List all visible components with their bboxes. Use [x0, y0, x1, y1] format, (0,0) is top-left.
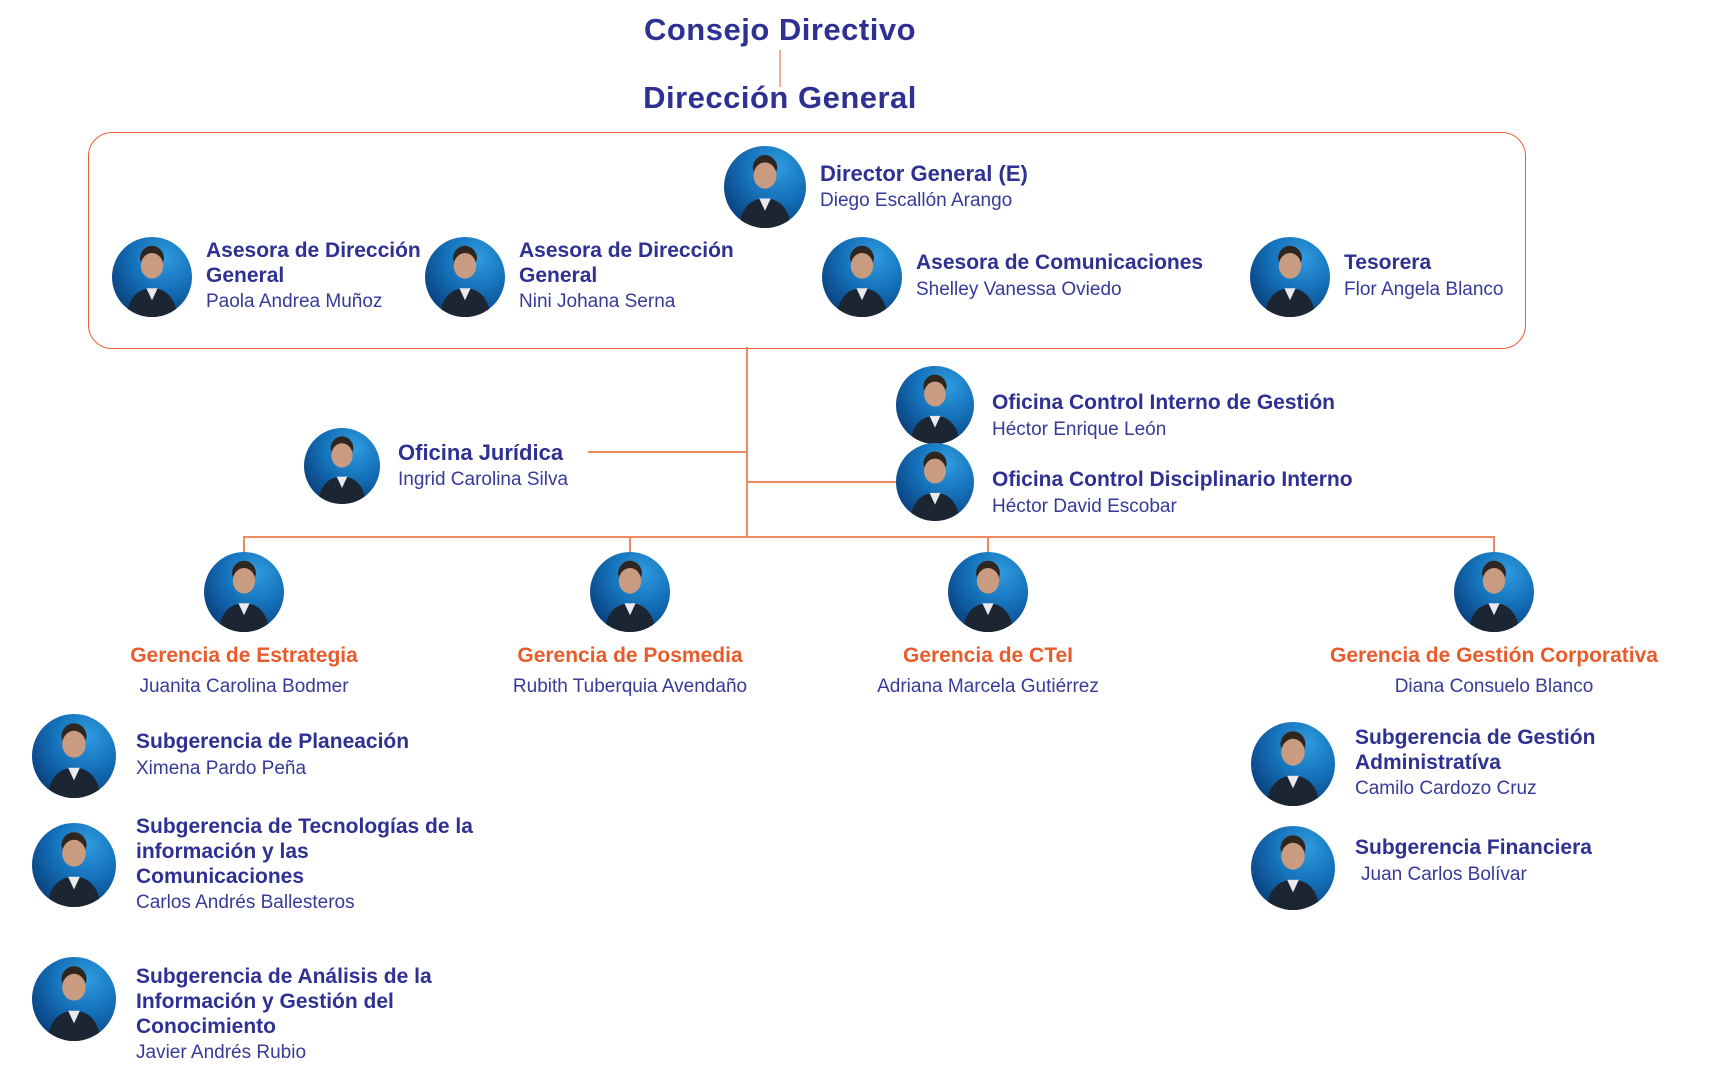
person-photo	[1454, 552, 1534, 632]
person-photo	[204, 552, 284, 632]
person-card-subgerencia-analisis: Subgerencia de Análisis de la Informació…	[32, 949, 436, 1063]
person-title: Asesora de Dirección General	[519, 238, 734, 287]
person-title: Asesora de Dirección General	[206, 238, 421, 287]
person-name: Camilo Cardozo Cruz	[1355, 778, 1537, 800]
person-silhouette-icon	[439, 245, 491, 317]
person-card-gerencia-gestion-corporativa: Gerencia de Gestión Corporativa Diana Co…	[1304, 552, 1684, 699]
person-photo	[304, 428, 380, 504]
person-title: Subgerencia de Gestión Administratíva	[1355, 725, 1596, 774]
person-card-subgerencia-financiera: Subgerencia Financiera Juan Carlos Bolív…	[1251, 826, 1592, 910]
person-name: Héctor David Escobar	[992, 496, 1177, 518]
person-name: Diana Consuelo Blanco	[1394, 675, 1594, 697]
person-title: Subgerencia de Tecnologías de la informa…	[136, 815, 473, 888]
person-title: Oficina Jurídica	[398, 439, 564, 465]
person-card-subgerencia-planeacion: Subgerencia de Planeación Ximena Pardo P…	[32, 714, 409, 798]
person-name: Ximena Pardo Peña	[136, 758, 307, 780]
person-title: Tesorera	[1344, 251, 1432, 275]
person-title: Director General (E)	[820, 160, 1028, 186]
connector-drop-posmedia	[629, 536, 631, 552]
person-silhouette-icon	[1266, 731, 1320, 806]
person-title: Subgerencia Financiera	[1355, 836, 1592, 860]
person-name: Flor Angela Blanco	[1344, 279, 1504, 301]
person-name: Shelley Vanessa Oviedo	[916, 279, 1122, 301]
connector-main-vertical	[746, 347, 748, 538]
person-silhouette-icon	[47, 832, 101, 908]
person-card-director-general: Director General (E) Diego Escallón Aran…	[724, 146, 1028, 228]
person-title: Gerencia de Posmedia	[517, 644, 743, 667]
person-photo	[948, 552, 1028, 632]
person-name: Carlos Andrés Ballesteros	[136, 892, 355, 914]
person-name: Ingrid Carolina Silva	[398, 468, 569, 490]
person-card-oficina-juridica: Oficina Jurídica Ingrid Carolina Silva	[304, 428, 568, 504]
person-photo	[896, 366, 974, 444]
person-card-control-disciplinario: Oficina Control Disciplinario Interno Hé…	[896, 443, 1353, 521]
person-title: Oficina Control Disciplinario Interno	[992, 468, 1353, 492]
person-name: Juanita Carolina Bodmer	[139, 675, 349, 697]
person-title: Gerencia de Estrategia	[130, 644, 358, 667]
person-card-gerencia-ctei: Gerencia de CTeI Adriana Marcela Gutiérr…	[798, 552, 1178, 699]
person-title: Subgerencia de Análisis de la Informació…	[136, 965, 432, 1038]
person-silhouette-icon	[962, 560, 1014, 632]
person-name: Adriana Marcela Gutiérrez	[877, 675, 1099, 697]
person-silhouette-icon	[1266, 835, 1320, 910]
person-card-subgerencia-administrativa: Subgerencia de Gestión Administratíva Ca…	[1251, 722, 1600, 806]
person-photo	[822, 237, 902, 317]
connector-drop-ctei	[987, 536, 989, 552]
person-card-control-interno: Oficina Control Interno de Gestión Hécto…	[896, 366, 1335, 444]
person-photo	[112, 237, 192, 317]
person-title: Subgerencia de Planeación	[136, 730, 410, 754]
person-photo	[32, 714, 116, 798]
person-photo	[1250, 237, 1330, 317]
person-silhouette-icon	[836, 245, 888, 317]
person-photo	[590, 552, 670, 632]
person-silhouette-icon	[738, 155, 792, 228]
connector-consejo-direccion	[779, 50, 781, 87]
person-name: Diego Escallón Arango	[820, 189, 1013, 211]
person-silhouette-icon	[910, 451, 960, 521]
person-photo	[724, 146, 806, 228]
person-photo	[896, 443, 974, 521]
person-card-asesora-comunicaciones: Asesora de Comunicaciones Shelley Vaness…	[822, 237, 1203, 317]
person-card-subgerencia-tic: Subgerencia de Tecnologías de la informa…	[32, 815, 481, 916]
connector-drop-corporativa	[1493, 536, 1495, 552]
person-silhouette-icon	[1468, 560, 1520, 632]
person-name: Héctor Enrique León	[992, 419, 1167, 441]
person-title: Gerencia de CTeI	[902, 644, 1073, 667]
consejo-directivo-heading: Consejo Directivo	[643, 12, 917, 47]
person-title: Gerencia de Gestión Corporativa	[1330, 644, 1658, 667]
person-photo	[32, 823, 116, 908]
person-silhouette-icon	[317, 436, 367, 504]
connector-oficina-disciplinario	[747, 481, 896, 483]
person-silhouette-icon	[47, 723, 101, 798]
connector-drop-estrategia	[243, 536, 245, 552]
person-title: Oficina Control Interno de Gestión	[992, 391, 1336, 415]
person-name: Nini Johana Serna	[519, 291, 676, 313]
person-card-asesora-direccion-1: Asesora de Dirección General Paola Andre…	[112, 237, 421, 317]
connector-gerencias-horizontal	[243, 536, 1495, 538]
person-name: Paola Andrea Muñoz	[206, 291, 383, 313]
person-photo	[32, 957, 116, 1042]
person-card-asesora-direccion-2: Asesora de Dirección General Nini Johana…	[425, 237, 734, 317]
person-silhouette-icon	[47, 966, 101, 1042]
person-name: Javier Andrés Rubio	[136, 1042, 307, 1064]
person-card-gerencia-estrategia: Gerencia de Estrategia Juanita Carolina …	[54, 552, 434, 699]
person-silhouette-icon	[218, 560, 270, 632]
direccion-general-box	[88, 132, 1526, 349]
person-silhouette-icon	[910, 374, 960, 444]
connector-oficina-juridica	[588, 451, 747, 453]
person-silhouette-icon	[1264, 245, 1316, 317]
person-card-gerencia-posmedia: Gerencia de Posmedia Rubith Tuberquia Av…	[440, 552, 820, 699]
person-photo	[1251, 722, 1335, 806]
person-card-tesorera: Tesorera Flor Angela Blanco	[1250, 237, 1504, 317]
person-silhouette-icon	[604, 560, 656, 632]
person-photo	[1251, 826, 1335, 910]
person-title: Asesora de Comunicaciones	[916, 251, 1204, 275]
person-photo	[425, 237, 505, 317]
person-name: Rubith Tuberquia Avendaño	[512, 675, 748, 697]
person-silhouette-icon	[126, 245, 178, 317]
person-name: Juan Carlos Bolívar	[1361, 864, 1527, 886]
